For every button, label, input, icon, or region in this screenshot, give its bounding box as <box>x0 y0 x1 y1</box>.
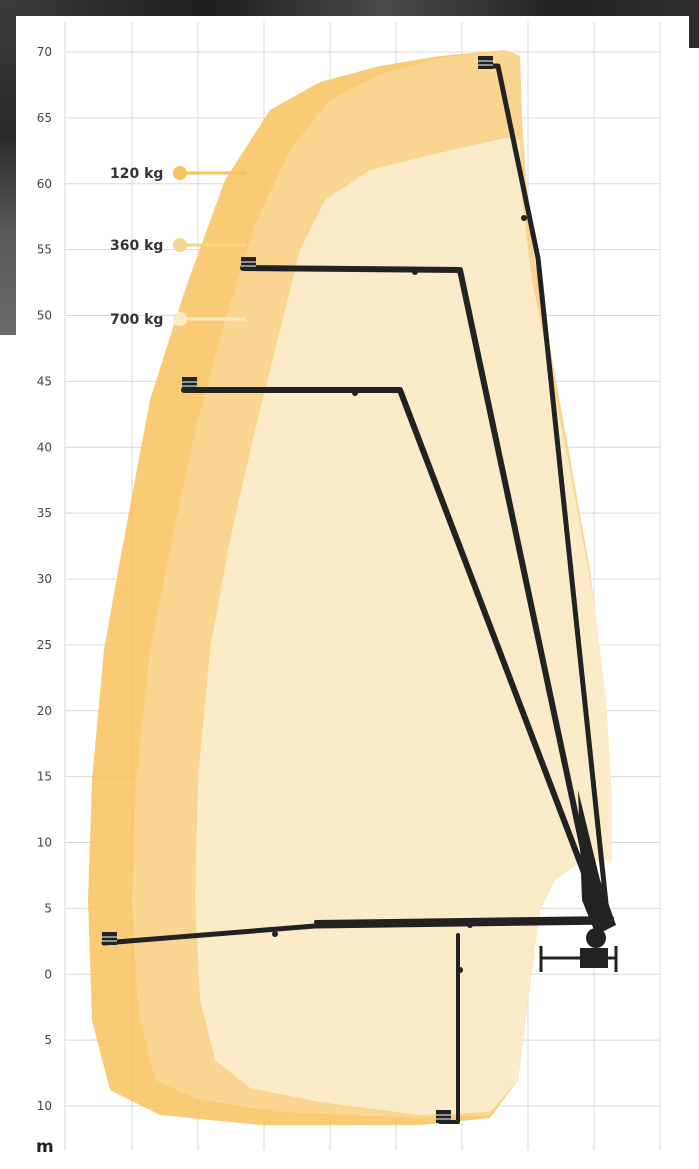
background-photo-left <box>0 0 16 335</box>
unit-label: m <box>36 1137 54 1157</box>
y-tick-label: 30 <box>37 572 52 586</box>
basket-horizontal <box>102 932 117 945</box>
legend-label-700kg: 700 kg <box>110 312 163 328</box>
y-tick-label: 0 <box>44 967 52 981</box>
legend-dot-120kg <box>173 166 187 180</box>
envelope-700kg <box>195 138 612 1115</box>
y-tick-label: 60 <box>37 177 52 191</box>
platform-baskets <box>102 56 493 1123</box>
y-tick-label: 5 <box>44 901 52 915</box>
boom-44m <box>181 387 605 923</box>
boom-joints <box>272 215 527 973</box>
boom-horizontal <box>101 919 615 946</box>
boom-base-cluster <box>578 790 616 935</box>
y-tick-label: 10 <box>37 1099 52 1113</box>
y-tick-label: 25 <box>37 638 52 652</box>
basket-44m <box>182 377 197 390</box>
y-tick-label: 65 <box>37 111 52 125</box>
background-photo-top <box>0 0 699 16</box>
legend: 120 kg 360 kg 700 kg <box>110 166 246 328</box>
boom-positions <box>101 63 616 1124</box>
legend-label-120kg: 120 kg <box>110 166 163 182</box>
background-photo-right <box>689 0 699 48</box>
y-tick-label: 50 <box>37 309 52 323</box>
boom-53m <box>240 265 601 923</box>
y-tick-label: 40 <box>37 440 52 454</box>
y-tick-label: 45 <box>37 374 52 388</box>
basket-max-height <box>478 56 493 69</box>
y-tick-label: 10 <box>37 836 52 850</box>
boom-horizontal-outer <box>314 916 614 924</box>
y-tick-label: 5 <box>44 1033 52 1047</box>
y-tick-label: 20 <box>37 704 52 718</box>
basket-53m <box>241 257 256 270</box>
y-tick-label: 15 <box>37 770 52 784</box>
y-tick-label: 35 <box>37 506 52 520</box>
y-tick-label: 55 <box>37 243 52 257</box>
legend-dot-700kg <box>173 312 187 326</box>
vehicle-base <box>539 928 618 972</box>
legend-label-360kg: 360 kg <box>110 238 163 254</box>
legend-dot-360kg <box>173 238 187 252</box>
basket-below-ground <box>436 1110 451 1123</box>
y-tick-label: 70 <box>37 45 52 59</box>
